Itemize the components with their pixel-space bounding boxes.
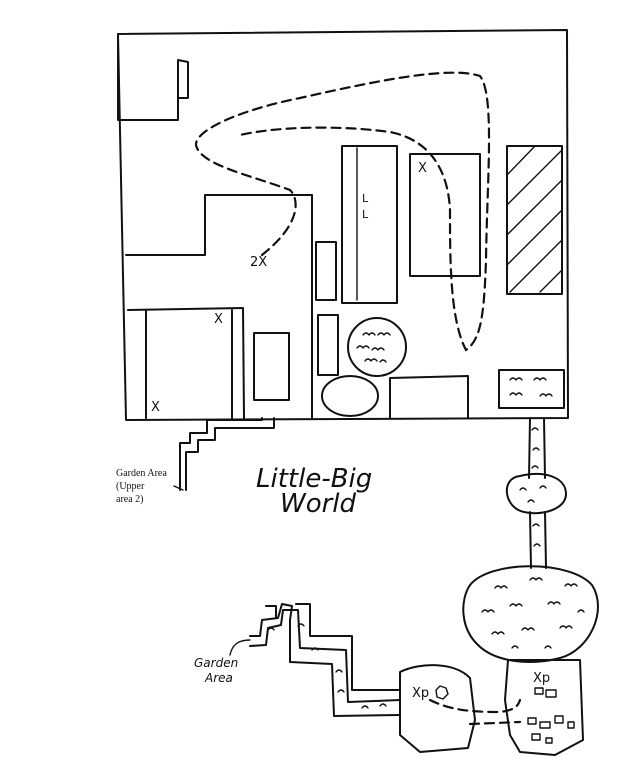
- lower-zigzag-path-top: [265, 605, 277, 619]
- marker-x-room-top: X: [418, 161, 427, 176]
- path-right-column-right: [543, 417, 546, 479]
- map-title-line1: Little-Big: [256, 464, 372, 494]
- marker-x-room-left-top: X: [214, 312, 223, 327]
- lower-zigzag-path-inner: [249, 603, 401, 717]
- main-building-outline: [117, 29, 569, 421]
- marker-xp-right: Xp: [533, 671, 550, 686]
- small-rect-mid-2: [317, 314, 339, 376]
- label-garden-upper-line2: (Upper: [116, 481, 145, 492]
- area-bottom-middle: [399, 664, 476, 753]
- room-hatched: [506, 145, 563, 295]
- dashed-route-bottom-2: [468, 720, 522, 726]
- path-right-lower-right: [544, 511, 547, 569]
- area-bottom-middle-item: [435, 685, 449, 700]
- room-bottom-left: [127, 307, 245, 419]
- garden-upper-pointer: [173, 485, 184, 491]
- room-bottom-center: [389, 375, 469, 419]
- lower-zigzag-path-top-2: [295, 603, 401, 691]
- map-title-line2: World: [280, 489, 357, 519]
- label-garden-upper-line1: Garden Area: [116, 468, 167, 479]
- lower-zigzag-waves: [267, 623, 387, 709]
- marker-two-x: 2X: [250, 255, 267, 270]
- room-center-long: [341, 145, 398, 304]
- small-blob-waves: [519, 485, 547, 503]
- path-right-column-left: [528, 417, 531, 479]
- left-l-block: [125, 194, 313, 419]
- path-right-lower-left: [529, 511, 532, 569]
- label-garden-upper-line3: area 2): [116, 494, 143, 505]
- pond-circle: [347, 317, 407, 377]
- marker-xp-left: Xp: [412, 686, 429, 701]
- stair-path-left-outer: [185, 417, 275, 491]
- path-right-lower-waves: [532, 523, 541, 547]
- lower-zigzag-path-outer: [249, 609, 401, 703]
- room-top-left: [117, 33, 189, 121]
- area-bottom-right: [504, 659, 584, 756]
- marker-l-2: L: [362, 208, 369, 221]
- marker-x-room-left-bottom: X: [151, 400, 160, 415]
- room-top-right-x: [409, 153, 481, 277]
- dashed-route-loop: [194, 71, 491, 352]
- room-bottom-right-waves: [509, 377, 553, 397]
- big-pond: [462, 565, 599, 663]
- stair-path-left-inner: [179, 417, 263, 491]
- garden-lower-pointer: [229, 639, 251, 656]
- small-rect-mid-1: [315, 241, 337, 301]
- path-right-column-waves: [531, 427, 540, 469]
- room-bottom-right-water: [498, 369, 565, 409]
- dashed-route-bottom: [428, 698, 522, 714]
- area-bottom-right-items: [527, 687, 575, 744]
- big-pond-waves: [481, 577, 585, 649]
- small-rect-lower: [253, 332, 290, 401]
- label-garden-lower-line1: Garden: [194, 656, 238, 670]
- small-blob-pond: [505, 473, 567, 515]
- oval-feature: [321, 375, 379, 417]
- label-garden-lower-line2: Area: [204, 671, 233, 685]
- marker-l-1: L: [362, 192, 369, 205]
- pond-waves: [356, 332, 391, 363]
- room-hatched-lines: [506, 145, 563, 293]
